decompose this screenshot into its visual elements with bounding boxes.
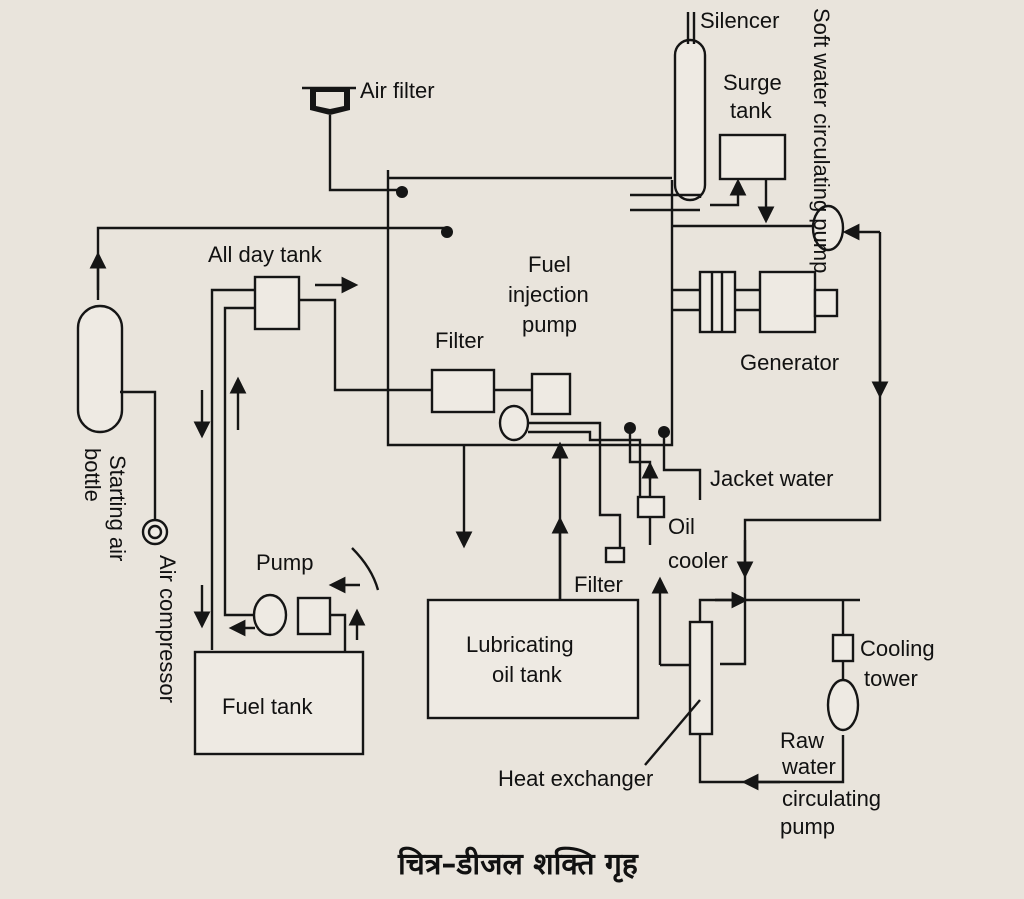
air-intake-line	[328, 115, 400, 192]
label-raw-water-3: circulating	[782, 786, 881, 811]
raw-water-pump	[826, 678, 860, 732]
heat-exchanger-leader	[644, 699, 701, 766]
jacket-water-line-2	[662, 436, 702, 500]
label-air-compressor: Air compressor	[155, 555, 180, 703]
oil-filter-small	[604, 546, 626, 564]
label-all-day-tank: All day tank	[208, 242, 323, 267]
label-raw-water-1: Raw	[780, 728, 824, 753]
label-surge-tank-2: tank	[730, 98, 773, 123]
compressor-line	[120, 390, 157, 520]
figure-caption: चित्र–डीजल शक्ति गृह	[397, 846, 639, 883]
fuel-pump-curve	[351, 547, 380, 591]
label-fuel-injection-2: injection	[508, 282, 589, 307]
starting-air-inlet-dot	[441, 226, 453, 238]
fuel-tank	[193, 650, 365, 756]
heat-exchanger	[688, 620, 714, 736]
label-filter-bottom: Filter	[574, 572, 623, 597]
raw-water-top-line	[698, 598, 860, 622]
lube-pump-line	[528, 421, 622, 548]
label-starting-air-1: Starting air	[105, 455, 130, 561]
surge-tank-down-pipe	[710, 178, 747, 207]
label-fuel-tank: Fuel tank	[222, 694, 313, 719]
label-lube-oil-tank-2: oil tank	[492, 662, 563, 687]
fuel-pump	[252, 593, 288, 637]
label-fuel-injection-3: pump	[522, 312, 577, 337]
air-compressor-icon	[141, 518, 169, 546]
jacket-water-dot-2	[658, 426, 670, 438]
label-filter-top: Filter	[435, 328, 484, 353]
label-starting-air-2: bottle	[80, 448, 105, 502]
starting-air-bottle	[76, 304, 124, 434]
label-oil-cooler-1: Oil	[668, 514, 695, 539]
surge-tank	[718, 133, 787, 181]
label-oil-cooler-2: cooler	[668, 548, 728, 573]
label-silencer: Silencer	[700, 8, 779, 33]
label-jacket-water: Jacket water	[710, 466, 834, 491]
fuel-injection-pump	[530, 372, 572, 416]
all-day-tank-feed	[299, 298, 432, 392]
label-raw-water-4: pump	[780, 814, 835, 839]
label-surge-tank-1: Surge	[723, 70, 782, 95]
label-soft-water-pump: Soft water circulating pump	[809, 8, 834, 273]
oil-cooler	[636, 495, 666, 519]
exhaust-pipe	[630, 193, 702, 198]
label-fuel-injection-1: Fuel	[528, 252, 571, 277]
label-cooling-tower-1: Cooling	[860, 636, 935, 661]
fuel-supply-line	[223, 306, 255, 617]
label-raw-water-2: water	[781, 754, 836, 779]
lube-pump-line-2	[528, 430, 642, 500]
jacket-water-dot-1	[624, 422, 636, 434]
cooling-tower	[831, 633, 855, 663]
label-air-filter: Air filter	[360, 78, 435, 103]
label-heat-exchanger: Heat exchanger	[498, 766, 653, 791]
label-generator: Generator	[740, 350, 839, 375]
all-day-tank	[253, 275, 301, 331]
lubricating-oil-tank	[426, 598, 640, 720]
engine-block	[386, 170, 674, 447]
fuel-tank-suction	[330, 613, 347, 652]
generator	[672, 270, 839, 334]
fuel-pump-motor	[296, 596, 332, 636]
silencer	[673, 12, 707, 202]
air-filter-icon	[302, 86, 356, 115]
fuel-filter	[430, 368, 496, 414]
label-lube-oil-tank-1: Lubricating	[466, 632, 574, 657]
lube-oil-pump	[498, 404, 530, 442]
label-pump: Pump	[256, 550, 313, 575]
fuel-overflow-line	[210, 288, 255, 650]
label-cooling-tower-2: tower	[864, 666, 918, 691]
air-inlet-dot	[396, 186, 408, 198]
soft-water-loop-right	[720, 232, 882, 666]
